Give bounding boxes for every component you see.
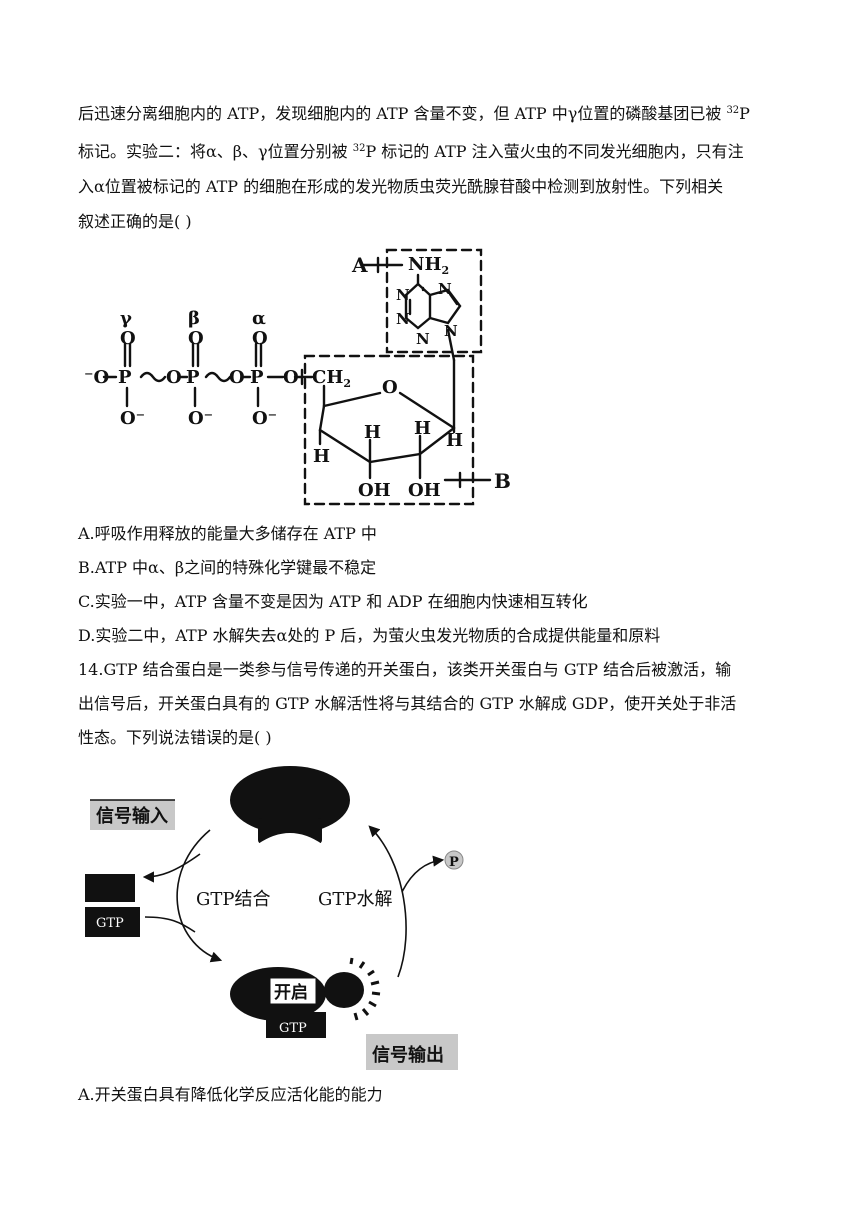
q14-option-a: A.开关蛋白具有降低化学反应活化能的能力 xyxy=(78,1085,383,1104)
q13-stem-line-3: 入α位置被标记的 ATP 的细胞在形成的发光物质虫荧光酰腺苷酸中检测到放射性。下… xyxy=(78,177,724,196)
svg-text:P: P xyxy=(186,367,200,388)
q13-stem-line-1: 后迅速分离细胞内的 ATP，发现细胞内的 ATP 含量不变，但 ATP 中γ位置… xyxy=(78,104,750,123)
q13-option-c: C.实验一中，ATP 含量不变是因为 ATP 和 ADP 在细胞内快速相互转化 xyxy=(78,592,588,611)
gdp-box xyxy=(85,874,135,902)
svg-text:H: H xyxy=(446,430,463,451)
svg-text:OH: OH xyxy=(358,480,391,501)
svg-text:O: O xyxy=(120,328,136,349)
ribose-dashed-box xyxy=(303,354,475,506)
signal-input-box xyxy=(90,800,175,830)
svg-text:⁻O: ⁻O xyxy=(84,367,109,388)
signal-output-box xyxy=(366,1034,458,1070)
svg-text:O⁻: O⁻ xyxy=(188,408,213,429)
label-a: A xyxy=(351,253,368,277)
alpha-label: α xyxy=(252,308,266,329)
svg-text:H: H xyxy=(414,418,431,439)
signal-output-label: 信号输出 xyxy=(372,1044,444,1066)
svg-text:N: N xyxy=(396,310,410,328)
beta-label: β xyxy=(188,308,200,329)
svg-text:H: H xyxy=(313,446,330,467)
label-b: B xyxy=(494,469,511,493)
q13-option-d: D.实验二中，ATP 水解失去α处的 P 后，为萤火虫发光物质的合成提供能量和原… xyxy=(78,626,661,645)
active-switch-protein: 开启 GTP xyxy=(230,957,381,1038)
q13-option-b: B.ATP 中α、β之间的特殊化学键最不稳定 xyxy=(78,558,377,577)
adenine-dashed-box xyxy=(385,248,483,354)
svg-text:H: H xyxy=(364,422,381,443)
on-label: 开启 xyxy=(274,982,308,1003)
gtp-binding-label: GTP结合 xyxy=(196,889,271,910)
svg-text:O: O xyxy=(166,367,182,388)
svg-text:O: O xyxy=(229,367,245,388)
q13-stem-line-2: 标记。实验二：将α、β、γ位置分别被 32P 标记的 ATP 注入萤火虫的不同发… xyxy=(78,142,744,161)
q14-stem-line-1: 14.GTP 结合蛋白是一类参与信号传递的开关蛋白，该类开关蛋白与 GTP 结合… xyxy=(78,660,732,679)
svg-text:N: N xyxy=(396,286,410,304)
signal-input-label: 信号输入 xyxy=(96,805,168,827)
q13-option-a: A.呼吸作用释放的能量大多储存在 ATP 中 xyxy=(78,524,377,543)
svg-text:O: O xyxy=(188,328,204,349)
svg-text:N: N xyxy=(416,330,430,348)
svg-text:O: O xyxy=(283,367,299,388)
svg-text:OH: OH xyxy=(408,480,441,501)
gtp-bound-label: GTP xyxy=(279,1021,307,1036)
svg-text:O: O xyxy=(252,328,268,349)
ch2-group: CH2 xyxy=(312,367,351,390)
phosphate-label: P xyxy=(449,855,459,870)
phosphate-circle xyxy=(444,850,464,870)
svg-text:N: N xyxy=(444,322,458,340)
inactive-switch-protein xyxy=(230,766,350,844)
q14-stem-line-2: 出信号后，开关蛋白具有的 GTP 水解活性将与其结合的 GTP 水解成 GDP，… xyxy=(78,694,737,713)
atp-structure-figure: A B NH2 N N N N N γ β α O O O ⁻O P O P O… xyxy=(84,248,511,506)
nh2-group: NH2 xyxy=(408,254,449,277)
gtp-box-label: GTP xyxy=(96,916,124,931)
svg-text:O⁻: O⁻ xyxy=(252,408,277,429)
q13-stem-line-4: 叙述正确的是( ) xyxy=(78,212,192,231)
svg-text:O: O xyxy=(382,377,398,398)
svg-text:N: N xyxy=(438,280,452,298)
svg-text:O⁻: O⁻ xyxy=(120,408,145,429)
gtp-box xyxy=(85,907,140,937)
svg-text:P: P xyxy=(118,367,132,388)
gamma-label: γ xyxy=(120,308,132,329)
gtp-switch-cycle-figure: 信号输入 开启 GTP GTP P xyxy=(85,766,464,1070)
svg-text:P: P xyxy=(250,367,264,388)
gtp-hydrolysis-label: GTP水解 xyxy=(318,889,393,910)
q14-stem-line-3: 性态。下列说法错误的是( ) xyxy=(78,728,272,747)
